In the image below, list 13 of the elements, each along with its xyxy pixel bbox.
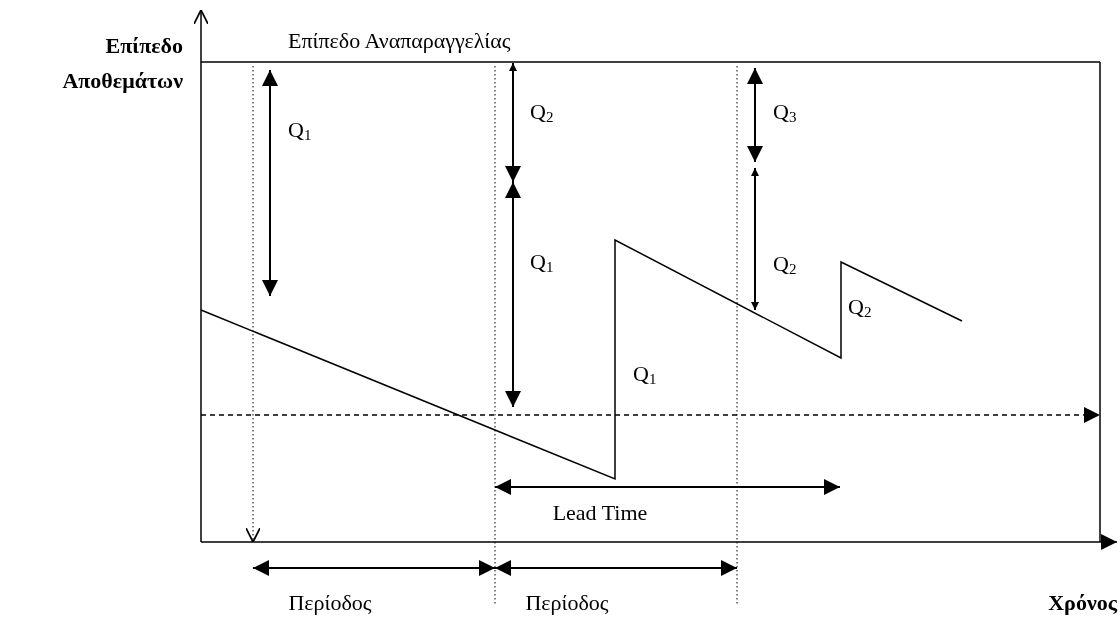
line-label: Επίπεδο Αναπαραγγελίας <box>288 28 511 55</box>
axis-label: Χρόνος <box>1048 590 1117 617</box>
quantity-label: Q$_{1}$ <box>633 361 657 388</box>
quantity-label: Q$_{1}$ <box>530 249 554 276</box>
quantity-label: Q$_{3}$ <box>773 99 797 126</box>
dimension-label: Lead Time <box>552 500 648 527</box>
quantity-label: Q$_{1}$ <box>288 117 312 144</box>
axis-label: Επίπεδο Αποθεμάτων <box>61 32 183 95</box>
quantity-label: Q$_{2}$ <box>848 294 872 321</box>
dimension-label: Περίοδος <box>288 590 372 617</box>
dimension-label: Περίοδος <box>525 590 609 617</box>
quantity-label: Q$_{2}$ <box>530 99 554 126</box>
quantity-label: Q$_{2}$ <box>773 251 797 278</box>
